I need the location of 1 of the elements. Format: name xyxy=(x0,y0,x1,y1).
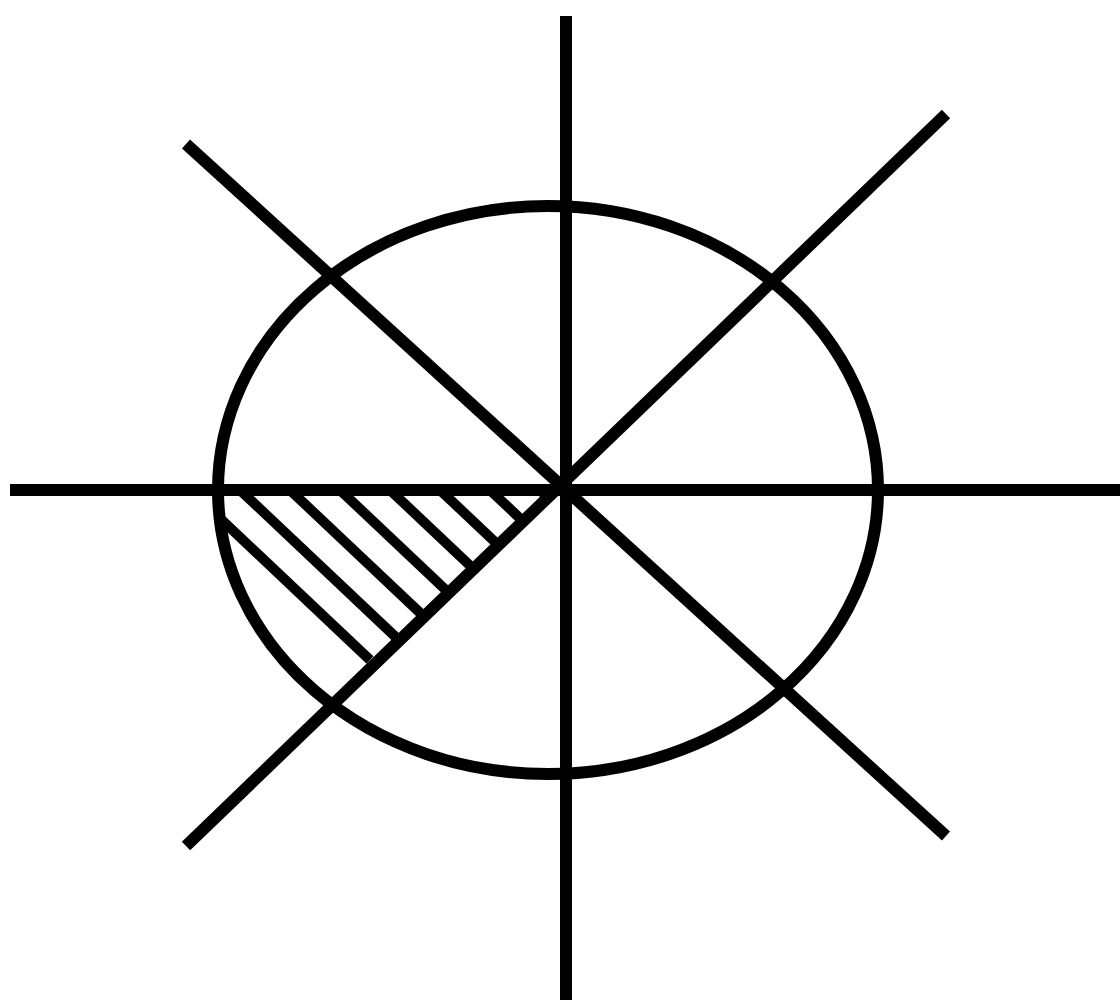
ellipse-outline xyxy=(212,200,884,780)
